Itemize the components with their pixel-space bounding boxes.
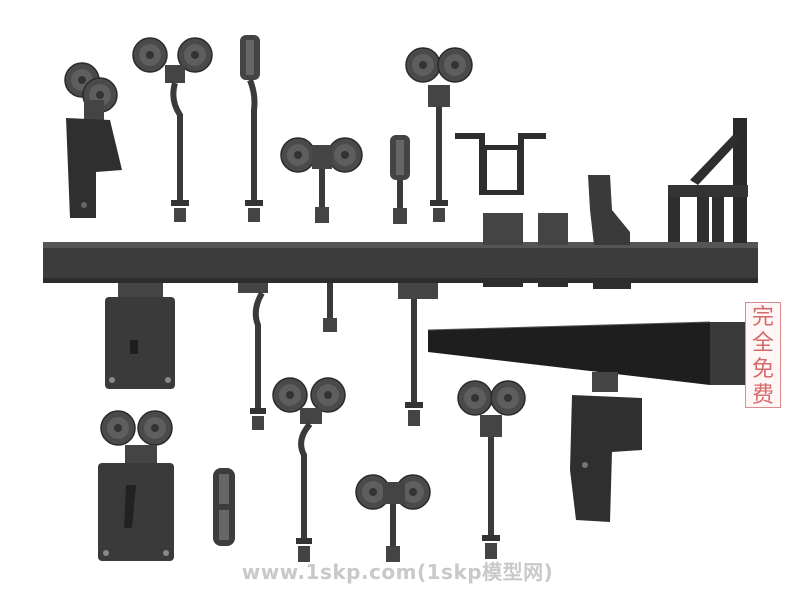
- hanger-narrow-1: [240, 35, 263, 222]
- hanger-short-double: [280, 137, 363, 223]
- stamp-char-4: 费: [751, 383, 774, 408]
- free-stamp: 完 全 免 费: [745, 302, 781, 408]
- hanger-short-double-2: [355, 474, 431, 562]
- hanger-bent-rod-1: [132, 37, 213, 222]
- bolt-under-rail: [323, 283, 337, 332]
- wall-bracket-small: [588, 175, 630, 245]
- site-watermark: www.1skp.com(1skp模型网): [241, 560, 554, 584]
- stamp-char-2: 全: [751, 331, 774, 356]
- hanger-narrow-2: [390, 135, 410, 224]
- hanger-plate-bottom-left: [98, 410, 174, 561]
- stamp-char-3: 免: [751, 357, 774, 382]
- hanger-straight-rod-1: [405, 47, 473, 222]
- wall-bracket-large: [668, 118, 748, 243]
- hanger-plate-under-rail: [105, 283, 175, 389]
- hanger-straight-rod-2: [457, 380, 526, 559]
- hanger-plate-top-left: [64, 62, 122, 218]
- main-rail: [43, 213, 758, 289]
- hanger-twin-small-wheels: [213, 468, 235, 546]
- angled-rail: [427, 321, 748, 385]
- stamp-char-1: 完: [751, 305, 774, 330]
- hanger-bent-rod-2: [272, 377, 346, 562]
- hanger-plate-angled-rail: [570, 372, 642, 522]
- u-bracket: [455, 133, 546, 195]
- hanger-bent-rod-under-rail: [238, 283, 268, 430]
- hanger-straight-rod-under-rail: [398, 283, 438, 426]
